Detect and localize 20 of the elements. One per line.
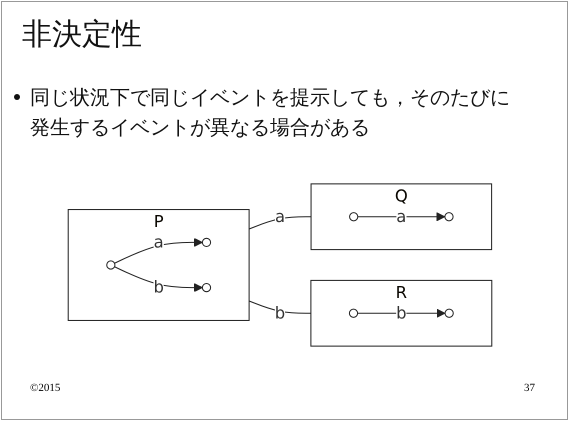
edge-label: b [396, 302, 407, 323]
copyright-note: ©2015 [30, 382, 60, 394]
node-circle [349, 212, 358, 222]
edge-label: b [274, 302, 286, 323]
edge-label: b [153, 277, 164, 297]
arrow [358, 308, 446, 318]
slide-title: 非決定性 [22, 16, 142, 54]
node-circle [202, 238, 212, 248]
node-circle [444, 308, 454, 318]
node-circle [444, 212, 454, 222]
edge-label: a [396, 206, 406, 226]
page-number: 37 [524, 382, 535, 394]
edge-label: a [154, 232, 164, 252]
node-circle [106, 260, 116, 270]
node-circle [348, 308, 358, 318]
arrow [114, 238, 203, 264]
arrow [114, 266, 203, 292]
edge-label: a [274, 206, 286, 226]
node-circle [202, 282, 212, 292]
bullet-text: 同じ状況下で同じイベントを提示しても，そのたびに発生するイベントが異なる場合がある [30, 84, 510, 141]
